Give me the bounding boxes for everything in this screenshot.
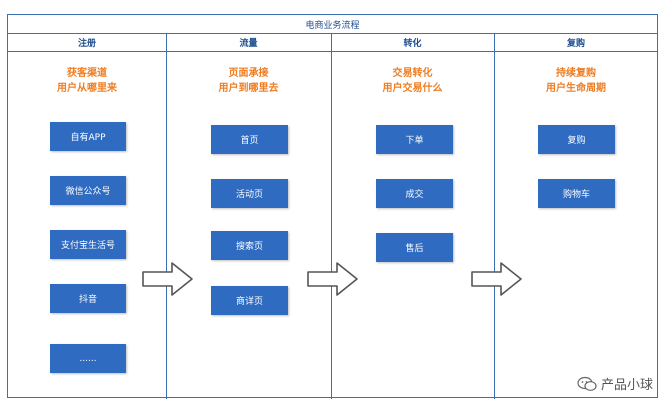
column-title-line: 页面承接 [228,68,269,79]
node-deal-closed[interactable]: 成交 [376,179,453,208]
column-title-line: 用户交易什么 [382,83,443,94]
column-header-repurchase: 复购 [566,39,585,49]
node-more[interactable]: ...... [50,344,126,373]
column-header-register: 注册 [77,39,96,49]
column-divider [331,34,332,399]
column-title-line: 用户从哪里来 [57,83,117,94]
column-title-conversion: 交易转化 用户交易什么 [331,66,494,96]
flow-arrow-icon [471,262,522,296]
node-shopping-cart[interactable]: 购物车 [538,179,615,208]
watermark-text: 产品小球 [600,378,653,393]
node-activity-page[interactable]: 活动页 [211,179,288,208]
column-header-traffic: 流量 [239,39,258,49]
column-title-traffic: 页面承接 用户到哪里去 [166,66,331,96]
node-after-sales[interactable]: 售后 [376,233,453,262]
column-title-register: 获客渠道 用户从哪里来 [8,66,166,96]
watermark: 产品小球 [577,374,653,393]
node-product-detail-page[interactable]: 商详页 [211,286,288,315]
flow-arrow-icon [307,262,358,296]
column-title-line: 持续复购 [556,68,596,79]
column-title-line: 用户到哪里去 [218,83,279,94]
column-title-line: 交易转化 [392,68,433,79]
node-alipay-life-account[interactable]: 支付宝生活号 [50,230,126,259]
wechat-icon [577,376,597,391]
node-douyin[interactable]: 抖音 [50,284,126,313]
column-title-line: 获客渠道 [67,68,107,79]
node-repurchase[interactable]: 复购 [538,125,615,154]
column-divider [494,34,495,399]
node-own-app[interactable]: 自有APP [50,122,126,151]
column-title-repurchase: 持续复购 用户生命周期 [494,66,658,96]
column-header-conversion: 转化 [403,39,422,49]
column-divider [166,34,167,399]
node-place-order[interactable]: 下单 [376,125,453,154]
node-search-page[interactable]: 搜索页 [211,231,288,260]
column-title-line: 用户生命周期 [546,83,606,94]
node-home-page[interactable]: 首页 [211,125,288,154]
flow-diagram-frame: 电商业务流程 注册 流量 转化 复购 获客渠道 用户从哪里来 自有APP 微信公… [7,14,658,399]
diagram-title: 电商业务流程 [8,15,657,34]
node-wechat-official-account[interactable]: 微信公众号 [50,176,126,205]
flow-arrow-icon [142,262,193,296]
column-header-row: 注册 流量 转化 复购 [8,34,657,52]
